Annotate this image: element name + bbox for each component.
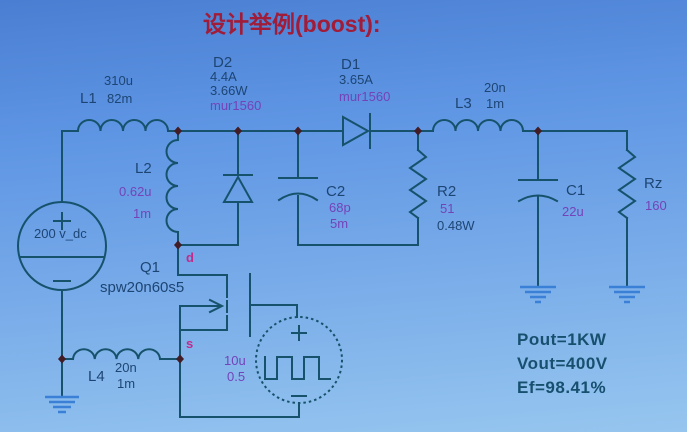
rz-value: 160 xyxy=(645,198,667,213)
d1-part: mur1560 xyxy=(339,89,391,104)
l3-name: L3 xyxy=(455,95,472,112)
c1-name: C1 xyxy=(566,182,586,199)
result-pout: Pout=1KW xyxy=(517,330,607,349)
d2-power: 3.66W xyxy=(210,83,248,98)
rz-name: Rz xyxy=(644,175,663,192)
vdc-label: 200 v_dc xyxy=(34,226,87,241)
ground-rz xyxy=(609,285,645,304)
dc-voltage-source xyxy=(17,201,107,360)
mosfet-q1 xyxy=(177,244,298,360)
d1-current: 3.65A xyxy=(339,72,373,87)
r2-name: R2 xyxy=(437,183,457,200)
ground-left xyxy=(45,358,79,414)
l1-name: L1 xyxy=(80,90,97,107)
c2-value2: 5m xyxy=(330,216,349,231)
ground-c1 xyxy=(520,285,556,304)
l3-value1: 20n xyxy=(484,80,506,95)
q1-pin-source: s xyxy=(186,336,194,351)
q1-part: spw20n60s5 xyxy=(100,279,185,296)
c1-value: 22u xyxy=(562,204,584,219)
resistor-rz xyxy=(617,148,637,287)
l2-value2: 1m xyxy=(133,206,152,221)
d1-name: D1 xyxy=(341,56,361,73)
l4-value1: 20n xyxy=(115,360,137,375)
vpulse-value2: 0.5 xyxy=(227,369,246,384)
node-dots xyxy=(58,126,542,364)
page-title: 设计举例(boost): xyxy=(203,11,381,37)
l4-value2: 1m xyxy=(117,376,136,391)
l2-name: L2 xyxy=(135,160,152,177)
result-vout: Vout=400V xyxy=(517,354,608,373)
pulse-source xyxy=(179,316,343,418)
r2-value: 51 xyxy=(440,201,455,216)
vpulse-value1: 10u xyxy=(224,353,246,368)
wire-top-rail xyxy=(61,130,628,203)
d2-current: 4.4A xyxy=(210,69,237,84)
diode-d1 xyxy=(342,113,371,149)
capacitor-c1 xyxy=(517,130,559,287)
resistor-r2 xyxy=(408,130,428,246)
d2-name: D2 xyxy=(213,54,233,71)
inductor-l1 xyxy=(76,119,170,133)
capacitor-c2 xyxy=(277,130,419,246)
l1-value1: 310u xyxy=(104,73,133,88)
l3-value2: 1m xyxy=(486,96,505,111)
c2-name: C2 xyxy=(326,183,346,200)
r2-power: 0.48W xyxy=(437,218,475,233)
d2-part: mur1560 xyxy=(210,98,262,113)
result-efficiency: Ef=98.41% xyxy=(517,378,607,397)
l4-name: L4 xyxy=(88,368,105,385)
q1-pin-drain: d xyxy=(186,250,194,265)
q1-name: Q1 xyxy=(140,259,161,276)
inductor-l4 xyxy=(61,348,181,361)
diode-d2 xyxy=(177,130,254,246)
inductor-l3 xyxy=(431,119,525,133)
l2-value1: 0.62u xyxy=(119,184,152,199)
l1-value2: 82m xyxy=(107,91,133,106)
c2-value1: 68p xyxy=(329,200,351,215)
inductor-l2 xyxy=(165,130,180,246)
